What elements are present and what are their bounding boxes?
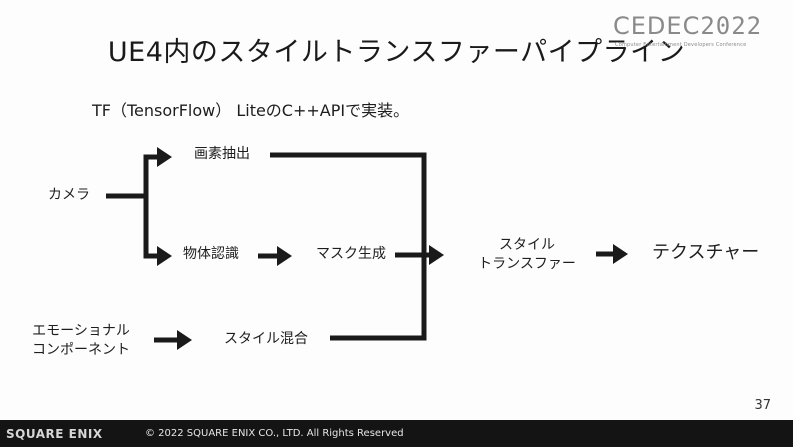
- page-number: 37: [754, 398, 771, 413]
- arrow-pixel-extract-route: [270, 152, 427, 255]
- cedec-logo: CEDEC2022 Computer Entertainment Develop…: [613, 12, 761, 52]
- cedec-logo-word: CEDEC: [613, 12, 701, 40]
- node-style-transfer-line2: トランスファー: [478, 256, 576, 272]
- cedec-logo-text: CEDEC2022: [613, 12, 762, 40]
- footer-copyright: © 2022 SQUARE ENIX CO., LTD. All Rights …: [145, 428, 404, 439]
- pipeline-arrows: [106, 147, 628, 350]
- cedec-logo-year: 2022: [700, 12, 763, 40]
- arrow-to-object-recognition: [143, 196, 172, 266]
- node-object-recognition: 物体認識: [183, 246, 239, 262]
- arrow-style-mix-route: [330, 255, 427, 341]
- node-emotional-component-line1: エモーショナル: [32, 323, 130, 339]
- node-mask-generation: マスク生成: [316, 246, 386, 262]
- footer-brand-logo: SQUARE ENIX: [6, 427, 103, 441]
- node-camera: カメラ: [48, 187, 90, 203]
- slide-title: UE4内のスタイルトランスファーパイプライン: [107, 37, 686, 68]
- node-emotional-component: エモーショナル コンポーネント: [32, 322, 130, 360]
- slide: UE4内のスタイルトランスファーパイプライン CEDEC2022 Compute…: [32, 12, 771, 413]
- node-style-mix: スタイル混合: [224, 331, 308, 347]
- cedec-logo-tagline: Computer Entertainment Developers Confer…: [615, 42, 747, 48]
- node-emotional-component-line2: コンポーネント: [32, 342, 130, 358]
- node-texture: テクスチャー: [652, 242, 760, 263]
- footer-bar: SQUARE ENIX © 2022 SQUARE ENIX CO., LTD.…: [0, 420, 793, 447]
- arrow-to-pixel-extract: [143, 147, 172, 196]
- slide-subtitle: TF（TensorFlow） LiteのC++APIで実装。: [92, 101, 410, 120]
- node-style-transfer: スタイル トランスファー: [472, 236, 582, 274]
- node-pixel-extract: 画素抽出: [194, 146, 250, 162]
- node-style-transfer-line1: スタイル: [499, 237, 555, 253]
